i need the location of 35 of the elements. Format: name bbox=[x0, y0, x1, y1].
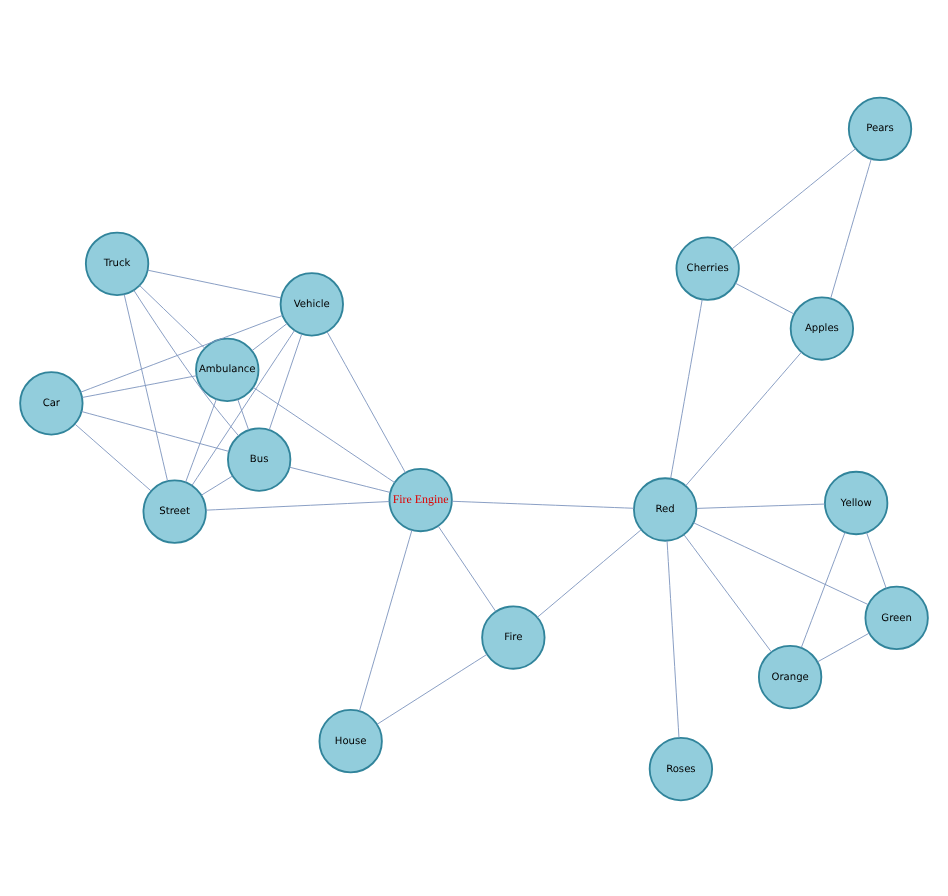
connector bbox=[666, 539, 680, 738]
connector bbox=[830, 157, 872, 298]
connector bbox=[866, 531, 887, 588]
connector bbox=[252, 385, 396, 483]
connector bbox=[731, 147, 856, 249]
connector bbox=[147, 268, 282, 298]
connector bbox=[205, 500, 390, 510]
connector bbox=[358, 528, 413, 711]
connector bbox=[800, 530, 846, 647]
connector bbox=[185, 397, 217, 482]
connector bbox=[693, 521, 869, 604]
connector bbox=[81, 410, 230, 451]
connector bbox=[237, 398, 250, 430]
connector bbox=[734, 281, 795, 314]
connector bbox=[451, 499, 635, 508]
connector bbox=[123, 292, 168, 481]
connector bbox=[200, 474, 233, 495]
connector bbox=[685, 350, 802, 486]
connector bbox=[80, 314, 283, 392]
connector bbox=[251, 322, 288, 351]
connector bbox=[817, 631, 870, 662]
connector bbox=[326, 330, 406, 473]
connector bbox=[139, 284, 206, 348]
connector bbox=[376, 652, 488, 724]
connector bbox=[683, 533, 772, 652]
connector bbox=[133, 288, 239, 436]
connector bbox=[81, 374, 197, 397]
connector bbox=[268, 332, 303, 430]
connector bbox=[74, 422, 152, 491]
connector bbox=[536, 528, 642, 617]
connector bbox=[191, 329, 295, 485]
connector bbox=[670, 298, 703, 478]
connector bbox=[437, 524, 497, 611]
connector bbox=[289, 465, 391, 492]
connector bbox=[696, 502, 826, 508]
